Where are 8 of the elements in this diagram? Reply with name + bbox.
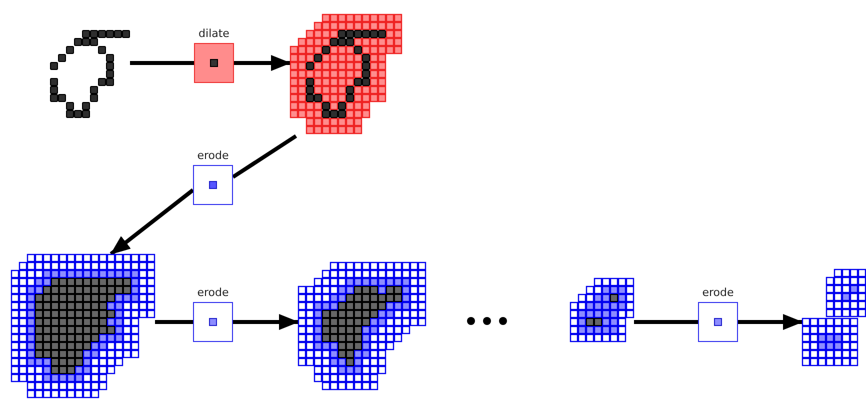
operation-label: erode bbox=[196, 286, 230, 299]
operation-label: erode bbox=[196, 149, 230, 162]
arrow bbox=[233, 314, 299, 330]
arrow bbox=[738, 314, 803, 330]
arrow bbox=[110, 188, 194, 256]
arrow bbox=[234, 55, 291, 71]
operation-label: dilate bbox=[198, 27, 230, 40]
operation-label: erode bbox=[701, 286, 735, 299]
